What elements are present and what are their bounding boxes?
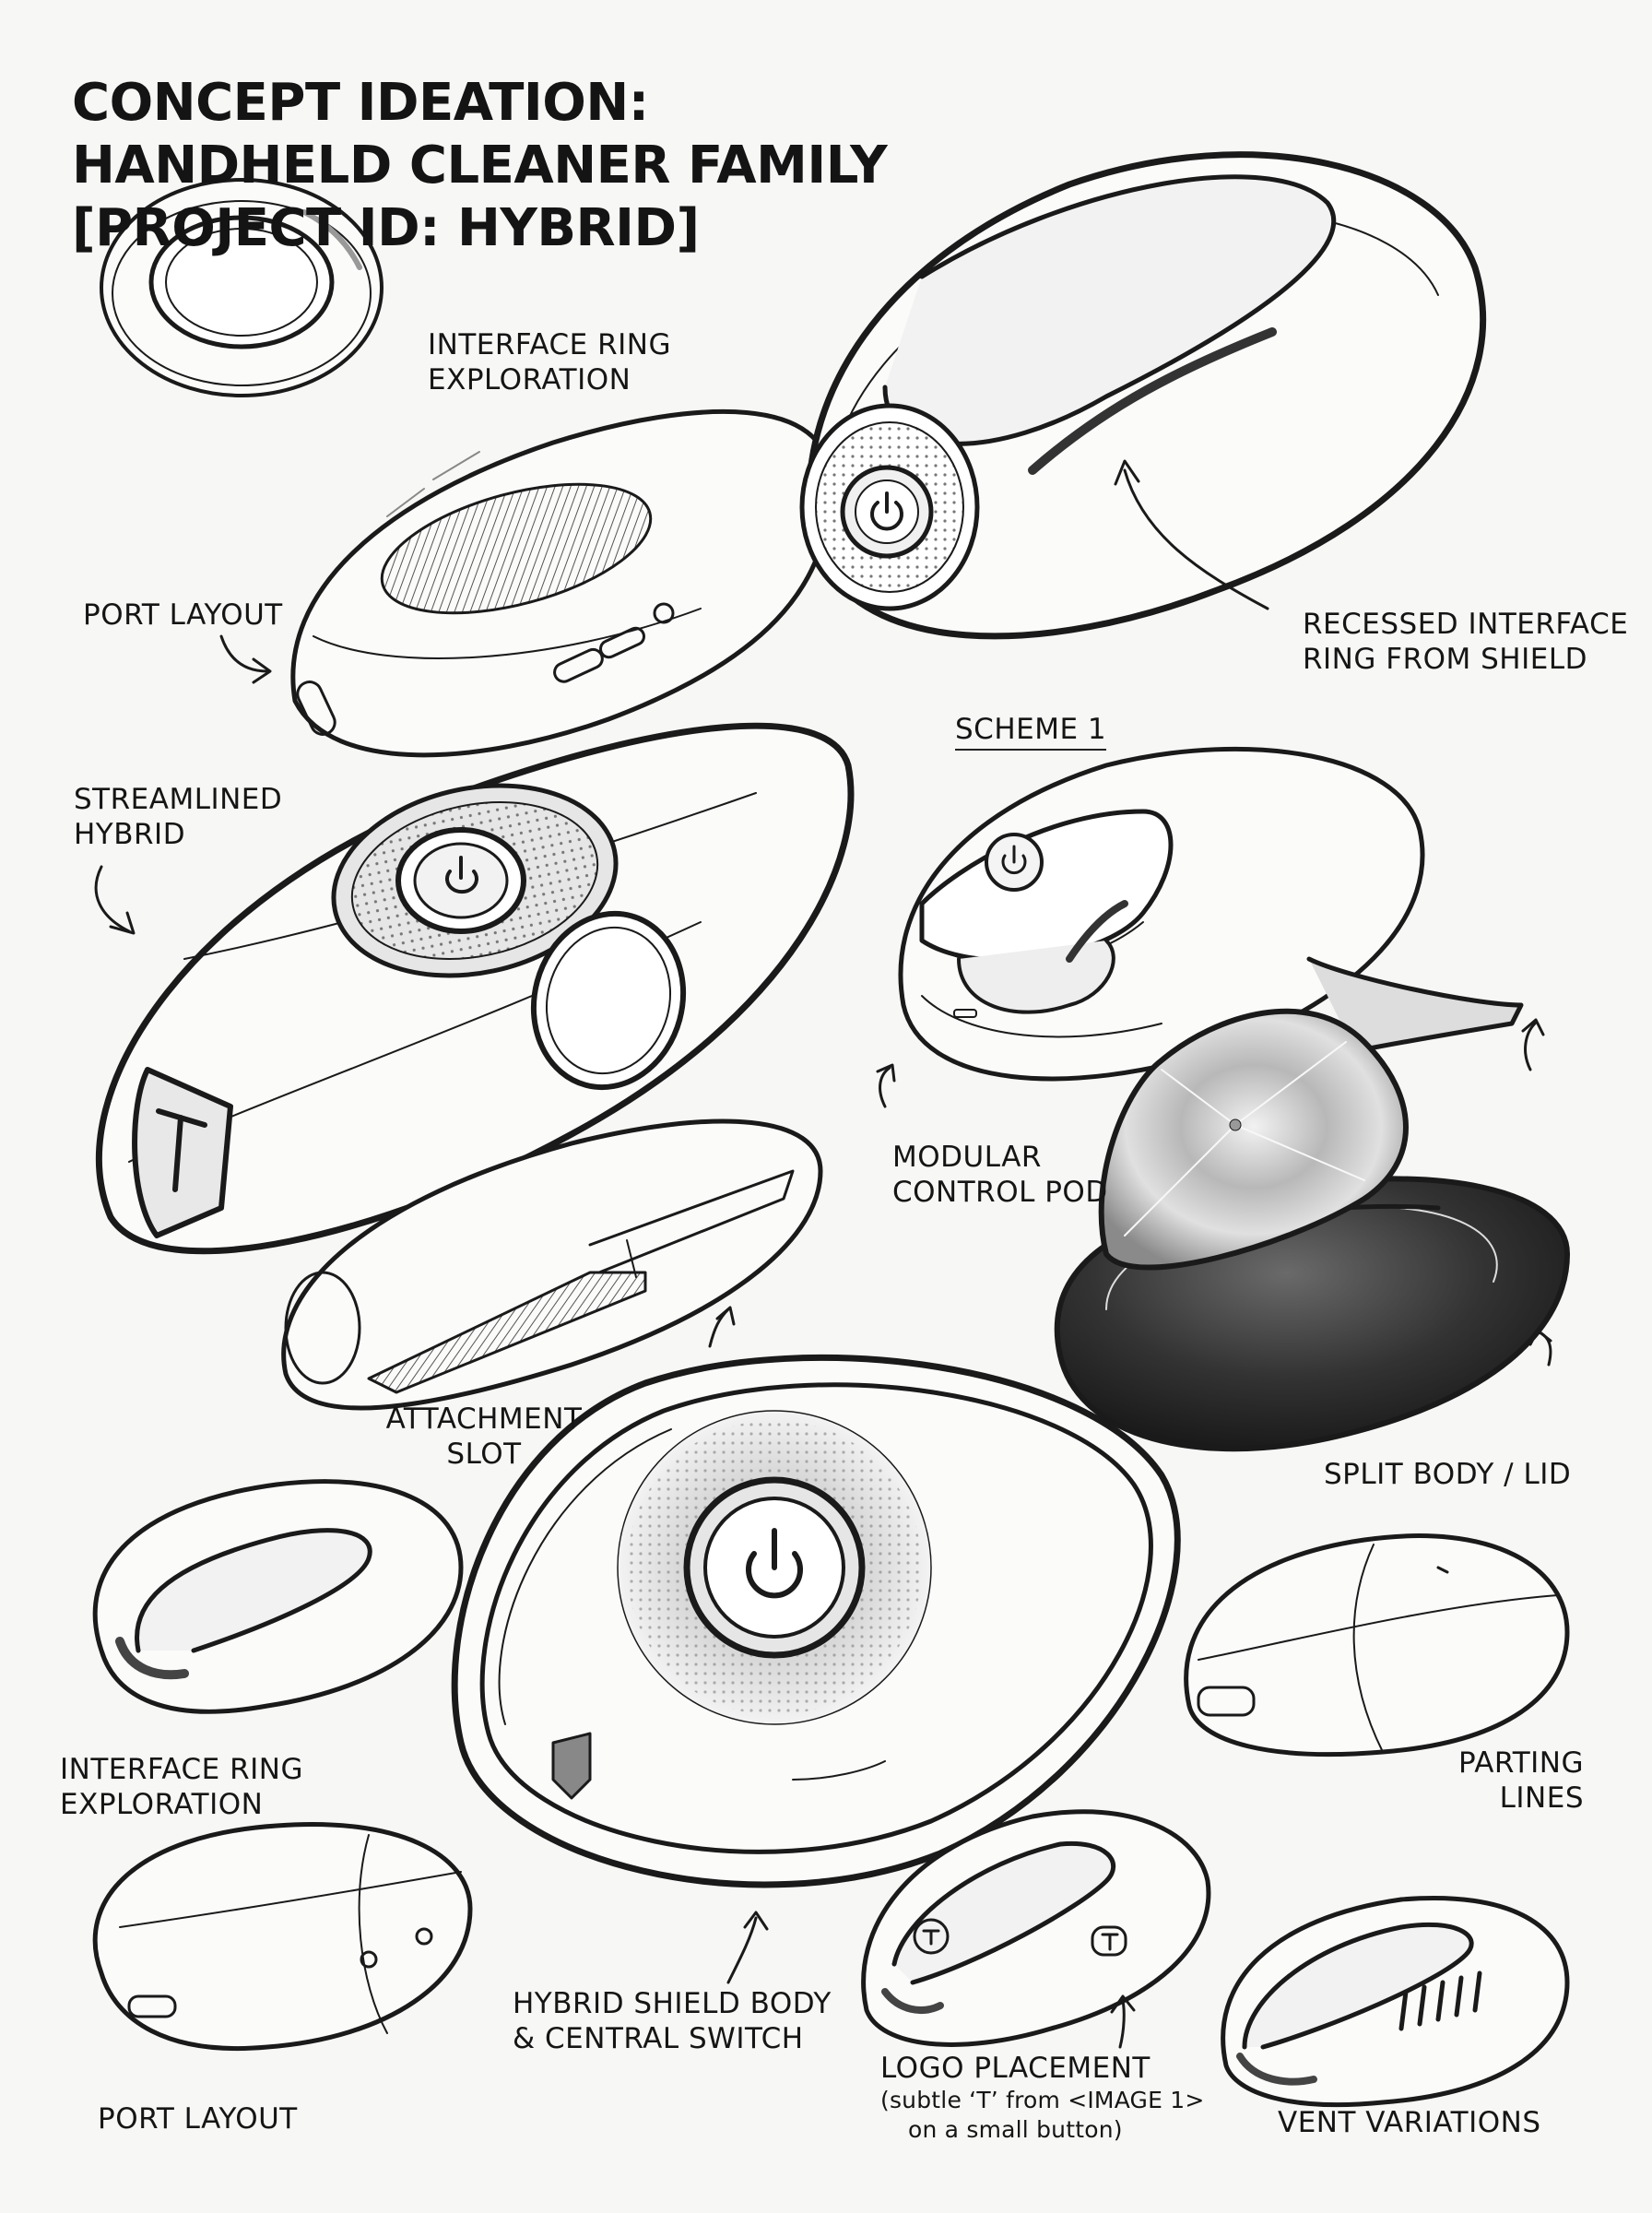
attachment-slot-sketch [281, 1118, 823, 1411]
recessed-interface-body-sketch [799, 151, 1486, 640]
recessed-arrow [1123, 468, 1269, 610]
vent-variations-body-sketch [1221, 1896, 1570, 2108]
label-modular-control-pod: MODULAR CONTROL POD [892, 1140, 1108, 1210]
label-port-layout-bottom: PORT LAYOUT [98, 2102, 298, 2136]
label-hybrid-shield-body: HYBRID SHIELD BODY & CENTRAL SWITCH [513, 1986, 832, 2056]
label-streamlined-hybrid: STREAMLINED HYBRID [74, 782, 282, 852]
label-line: EXPLORATION [60, 1788, 264, 1821]
port-layout-bottom-sketch [92, 1821, 473, 2051]
label-logo-placement: LOGO PLACEMENT (subtle ‘T’ from <IMAGE 1… [880, 2051, 1205, 2145]
label-line: INTERFACE RING [60, 1753, 304, 1786]
logo-placement-body-sketch [861, 1809, 1211, 2047]
hybrid-shield-body-sketch [451, 1354, 1181, 1888]
label-line: MODULAR [892, 1141, 1042, 1174]
label-split-body-lid: SPLIT BODY / LID [1324, 1458, 1572, 1491]
label-line: on a small button) [908, 2116, 1123, 2143]
label-line: CONTROL POD [892, 1176, 1108, 1209]
interface-ring-sketch [100, 178, 384, 397]
label-line: SLOT [446, 1438, 522, 1471]
title-line-1: CONCEPT IDEATION: [72, 73, 649, 133]
label-line: RING FROM SHIELD [1303, 643, 1587, 676]
label-interface-ring-top: INTERFACE RING EXPLORATION [428, 327, 671, 397]
interface-ring-body-sketch [92, 1479, 464, 1714]
modular-arrow [879, 1066, 891, 1108]
label-scheme-1: SCHEME 1 [955, 712, 1107, 751]
split-lid-arrow [1524, 1022, 1537, 1071]
title-line-2: HANDHELD CLEANER FAMILY [72, 136, 888, 195]
label-line: LINES [1499, 1781, 1584, 1815]
label-line: HYBRID [74, 818, 186, 851]
label-port-layout-top: PORT LAYOUT [83, 598, 283, 632]
split-body-lid-sketch [1054, 956, 1570, 1452]
scheme1-modular-pod-sketch [898, 746, 1425, 1082]
hybrid-shield-arrow [726, 1916, 758, 1984]
streamlined-hybrid-sketch [95, 722, 855, 1255]
attachment-arrow [708, 1308, 730, 1348]
label-line: INTERFACE RING [428, 328, 672, 361]
streamlined-arrow [94, 865, 131, 933]
label-interface-ring-bottom: INTERFACE RING EXPLORATION [60, 1752, 303, 1822]
label-line: RECESSED INTERFACE [1303, 608, 1629, 641]
label-line: EXPLORATION [428, 363, 631, 396]
sheet-title: CONCEPT IDEATION: HANDHELD CLEANER FAMIL… [72, 72, 888, 260]
port-layout-body-sketch [290, 409, 832, 758]
label-parting-lines: PARTING LINES [1401, 1746, 1584, 1816]
label-line: STREAMLINED [74, 783, 283, 816]
port-layout-arrow [219, 634, 269, 673]
label-line: ATTACHMENT [385, 1402, 583, 1436]
label-line: & CENTRAL SWITCH [513, 2022, 804, 2055]
title-line-3: [PROJECT ID: HYBRID] [72, 198, 700, 258]
label-vent-variations: VENT VARIATIONS [1278, 2106, 1541, 2139]
label-line: PARTING [1458, 1746, 1584, 1780]
label-line: LOGO PLACEMENT [880, 2052, 1150, 2085]
label-recessed-interface: RECESSED INTERFACE RING FROM SHIELD [1303, 607, 1628, 677]
label-line: (subtle ‘T’ from <IMAGE 1> [880, 2087, 1205, 2113]
label-line: HYBRID SHIELD BODY [513, 1987, 832, 2020]
parting-lines-body-sketch [1184, 1533, 1570, 1757]
label-attachment-slot: ATTACHMENT SLOT [373, 1402, 595, 1472]
logo-arrow [1118, 1999, 1126, 2049]
